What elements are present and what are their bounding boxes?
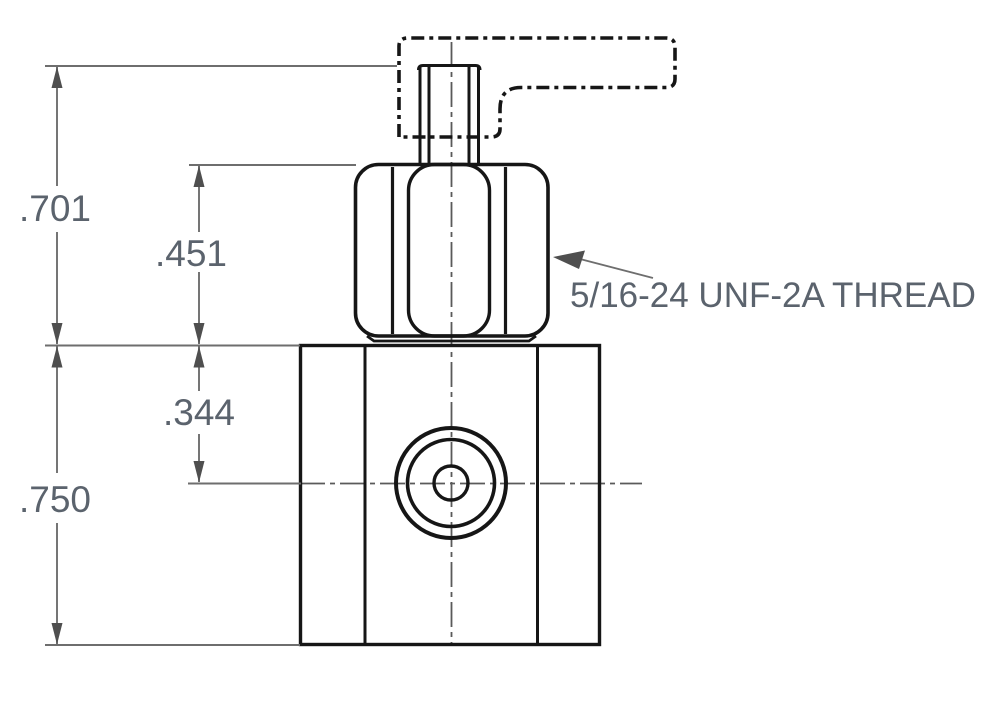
- dim-344-arrow-down: [193, 461, 205, 483]
- dim-451-arrow-down: [193, 323, 205, 345]
- washer-flange: [366, 334, 537, 343]
- thread-callout-label: 5/16-24 UNF-2A THREAD: [570, 276, 976, 315]
- port-circle-middle: [405, 437, 497, 529]
- nut-center-face: [406, 162, 492, 338]
- phantom-handle-outline: [397, 36, 677, 139]
- dimension-arrows: [51, 66, 585, 645]
- dim-701-value: .701: [19, 188, 91, 229]
- body-outline: [298, 343, 602, 647]
- thread-leader-line: [579, 258, 654, 279]
- dim-750-value: .750: [19, 479, 91, 520]
- dim-750-arrow-down: [51, 623, 63, 645]
- thread-leader-arrowhead: [553, 250, 585, 269]
- hex-adjustment-nut: [353, 162, 550, 338]
- dim-701-arrow-up: [51, 66, 63, 88]
- valve-body: [298, 343, 602, 647]
- port-circle-outer: [394, 426, 508, 540]
- port-circle-inner: [432, 464, 470, 502]
- stem: [417, 64, 482, 163]
- dimension-lines: [45, 65, 654, 646]
- dim-451-value: .451: [155, 233, 227, 274]
- dim-701-arrow-down: [51, 323, 63, 345]
- dim-750-arrow-up: [51, 346, 63, 368]
- dim-451-arrow-up: [193, 165, 205, 187]
- stem-top-edge: [417, 64, 482, 71]
- dim-344-arrow-up: [193, 346, 205, 368]
- dim-344-value: .344: [163, 392, 235, 433]
